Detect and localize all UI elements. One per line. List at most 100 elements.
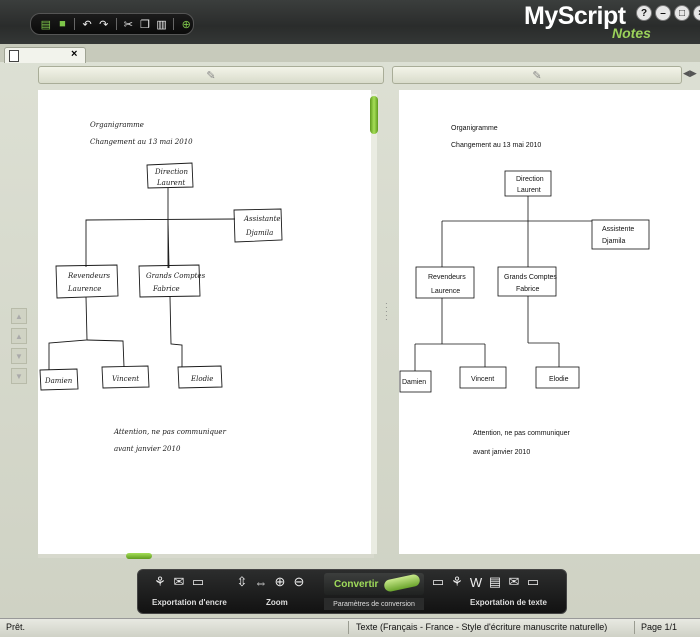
display-icon[interactable]: ▭ [431, 574, 445, 589]
hw-revendeurs-l1: Revendeurs [67, 272, 110, 280]
ink-horizontal-scrollbar[interactable] [38, 553, 374, 559]
convert-button[interactable]: Convertir [324, 573, 424, 595]
hw-title-line2: Changement au 13 mai 2010 [90, 138, 193, 146]
status-state: Prêt. [6, 622, 26, 632]
email-icon[interactable]: ✉ [508, 574, 520, 589]
converted-page[interactable]: Organigramme Changement au 13 mai 2010 D… [399, 90, 700, 554]
ink-export-label: Exportation d'encre [152, 598, 227, 607]
scroll-thumb[interactable] [126, 553, 152, 559]
pane-swap-icon[interactable]: ◀▶ [683, 68, 697, 78]
hw-line [85, 218, 236, 267]
scroll-down-icon[interactable]: ▼ [11, 348, 27, 364]
status-separator [348, 621, 349, 634]
fit-width-icon[interactable]: ⇔ [254, 574, 268, 590]
scroll-thumb[interactable] [370, 96, 378, 134]
undo-icon[interactable]: ↶ [82, 18, 92, 31]
ink-pane-header[interactable]: ✎ [38, 66, 384, 84]
email-icon[interactable]: ✉ [173, 574, 185, 589]
tx-box-damien [399, 370, 432, 393]
add-page-icon[interactable]: ⊕ [181, 18, 191, 31]
status-separator [634, 621, 635, 634]
hw-vincent: Vincent [112, 375, 139, 383]
notepad-icon[interactable]: ▤ [488, 574, 502, 589]
hw-box-elodie [177, 365, 223, 389]
zoom-group: ⇳ ⇔ ⊕ ⊖ [234, 574, 307, 590]
cut-icon[interactable]: ✂ [123, 18, 133, 31]
zoom-out-icon[interactable]: ⊖ [293, 574, 305, 589]
hw-box-revendeurs [55, 264, 119, 299]
redo-icon[interactable]: ↷ [99, 18, 109, 31]
close-button[interactable]: × [693, 5, 700, 21]
zoom-in-icon[interactable]: ⊕ [274, 574, 286, 589]
help-button[interactable]: ? [636, 5, 652, 21]
status-page: Page 1/1 [641, 622, 678, 632]
hw-grands-comptes-l2: Fabrice [152, 285, 180, 293]
word-icon[interactable]: W [469, 574, 483, 590]
tx-direction-l1: Direction [516, 176, 544, 183]
status-bar: Prêt. Texte (Français - France - Style d… [0, 618, 700, 637]
close-tab-icon[interactable]: × [71, 48, 78, 60]
hw-box-direction [146, 162, 194, 189]
ink-vertical-scrollbar[interactable] [370, 94, 378, 554]
tx-box-elodie [535, 366, 580, 389]
scroll-bottom-icon[interactable]: ▼ [11, 368, 27, 384]
pen-icon: ✎ [532, 69, 542, 82]
tx-grands-comptes-l1: Grands Comptes [504, 274, 557, 281]
hw-note-line2: avant janvier 2010 [114, 445, 181, 453]
tx-revendeurs-l2: Laurence [431, 288, 460, 295]
tx-damien: Damien [402, 379, 426, 386]
hw-assistante-l2: Djamila [245, 229, 273, 237]
ink-export-group: ⚘ ✉ ▭ [152, 574, 206, 590]
tx-assistante-l1: Assistente [602, 226, 634, 233]
hw-box-damien [39, 368, 79, 391]
share-icon[interactable]: ⚘ [451, 574, 463, 589]
hw-title-line1: Organigramme [90, 121, 144, 129]
save-icon[interactable]: ■ [59, 18, 66, 30]
toolbar-separator [173, 18, 175, 30]
hw-line [86, 339, 125, 368]
converted-canvas: Organigramme Changement au 13 mai 2010 D… [399, 125, 650, 456]
text-pane-header[interactable]: ✎ [392, 66, 682, 84]
print-icon[interactable]: ▭ [191, 574, 205, 589]
hw-note-line1: Attention, ne pas communiquer [113, 428, 227, 436]
hw-box-grands-comptes [138, 264, 201, 298]
convert-label: Convertir [334, 578, 379, 590]
tx-title-line1: Organigramme [451, 125, 498, 132]
side-tools: ▲ ▲ ▼ ▼ [11, 308, 27, 384]
text-export-label: Exportation de texte [470, 598, 547, 607]
tx-box-grands-comptes [497, 266, 557, 297]
minimize-button[interactable]: – [655, 5, 671, 21]
toolbar-separator [74, 18, 76, 30]
window-controls: ? – □ × [636, 5, 700, 21]
hw-box-vincent [101, 365, 150, 389]
app-brand: MyScript [524, 2, 626, 30]
ink-page[interactable]: Organigramme Changement au 13 mai 2010 D… [38, 90, 371, 554]
tx-box-revendeurs [415, 266, 475, 299]
copy-icon[interactable]: ❐ [140, 18, 150, 31]
paste-icon[interactable]: ▥ [156, 18, 167, 31]
hw-grands-comptes-l1: Grands Comptes [146, 272, 206, 280]
handwriting-canvas: Organigramme Changement au 13 mai 2010 D… [39, 121, 283, 453]
tx-revendeurs-l1: Revendeurs [428, 274, 466, 281]
scroll-up-icon[interactable]: ▲ [11, 328, 27, 344]
tx-assistante-l2: Djamila [602, 238, 625, 245]
text-export-group: ▭ ⚘ W ▤ ✉ ▭ [430, 574, 541, 590]
hw-revendeurs-l2: Laurence [67, 285, 101, 293]
open-icon[interactable]: ▤ [40, 18, 52, 31]
tx-direction-l2: Laurent [517, 187, 541, 194]
pane-divider-grip[interactable]: ····· [385, 299, 388, 324]
scroll-top-icon[interactable]: ▲ [11, 308, 27, 324]
share-icon[interactable]: ⚘ [154, 574, 166, 589]
tx-box-vincent [459, 366, 507, 389]
document-tab[interactable]: × [4, 47, 86, 63]
hw-line [169, 296, 183, 367]
fit-height-icon[interactable]: ⇳ [236, 574, 248, 589]
maximize-button[interactable]: □ [674, 5, 690, 21]
conversion-params-button[interactable]: Paramètres de conversion [324, 598, 424, 610]
print-icon[interactable]: ▭ [526, 574, 540, 589]
tx-elodie: Elodie [549, 376, 569, 383]
tx-title-line2: Changement au 13 mai 2010 [451, 142, 541, 149]
hw-line [48, 296, 88, 370]
title-bar: ▤ ■ ↶ ↷ ✂ ❐ ▥ ⊕ MyScript Notes ? – □ × [0, 0, 700, 44]
hw-damien: Damien [44, 377, 73, 385]
